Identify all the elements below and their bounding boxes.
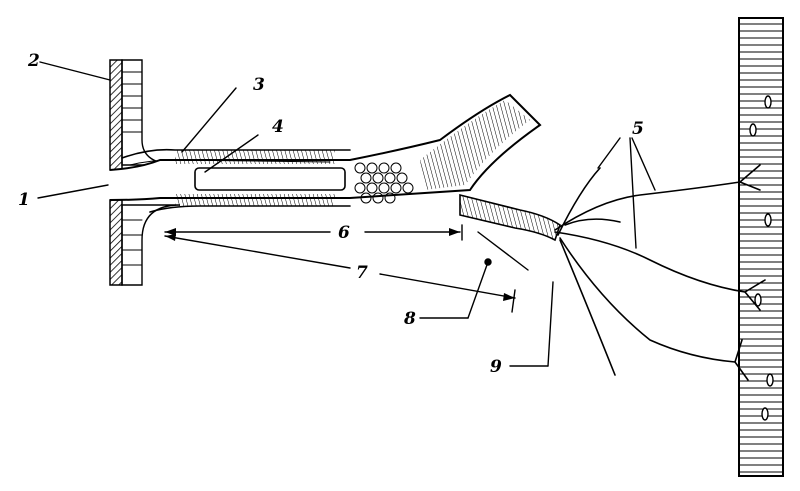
label-9: 9 <box>490 357 502 377</box>
label-2: 2 <box>27 51 40 71</box>
label-6: 6 <box>338 223 350 243</box>
nerve-branches <box>554 164 766 381</box>
label-5: 5 <box>632 119 644 139</box>
main-duct <box>109 93 542 213</box>
muscle-fiber <box>738 17 784 477</box>
label-4: 4 <box>272 117 284 137</box>
label-8: 8 <box>403 309 416 329</box>
leader-lines <box>37 61 656 367</box>
interlobular-duct <box>459 193 561 242</box>
label-3: 3 <box>253 75 265 95</box>
dimension-arrows <box>164 224 529 313</box>
label-7: 7 <box>356 263 368 283</box>
duct-cell-cluster <box>354 162 414 204</box>
label-1: 1 <box>18 190 30 210</box>
